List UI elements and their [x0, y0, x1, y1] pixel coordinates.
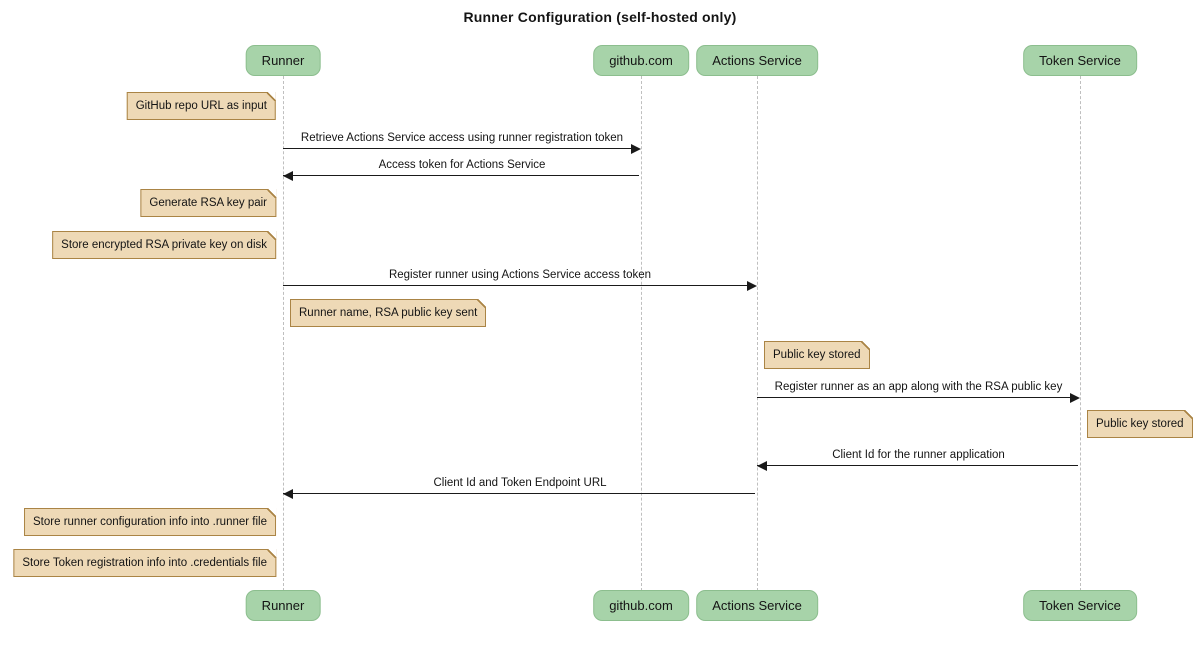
- participant-actions-bottom: Actions Service: [696, 590, 818, 621]
- note-3: Runner name, RSA public key sent: [290, 299, 487, 327]
- message-5-line: [283, 493, 755, 494]
- note-1: Generate RSA key pair: [140, 189, 276, 217]
- note-2: Store encrypted RSA private key on disk: [52, 231, 276, 259]
- message-0-label: Retrieve Actions Service access using ru…: [300, 132, 624, 144]
- participant-runner-top: Runner: [245, 45, 321, 76]
- message-5-arrowhead-icon: [283, 488, 293, 499]
- message-1-line: [283, 175, 639, 176]
- participant-runner-bottom: Runner: [245, 590, 321, 621]
- note-6: Store runner configuration info into .ru…: [24, 508, 276, 536]
- message-2-line: [283, 285, 755, 286]
- message-1-arrowhead-icon: [283, 170, 293, 181]
- note-0: GitHub repo URL as input: [126, 92, 277, 120]
- message-0-line: [283, 148, 639, 149]
- lifeline-token: [1080, 76, 1081, 591]
- participant-github-bottom: github.com: [593, 590, 689, 621]
- message-4-arrowhead-icon: [757, 460, 767, 471]
- participant-github-top: github.com: [593, 45, 689, 76]
- participant-actions-top: Actions Service: [696, 45, 818, 76]
- message-0-arrowhead-icon: [631, 143, 641, 154]
- message-1-label: Access token for Actions Service: [378, 159, 546, 171]
- lifeline-runner: [283, 76, 284, 591]
- lifeline-github: [641, 76, 642, 591]
- lifeline-actions: [757, 76, 758, 591]
- message-3-line: [757, 397, 1078, 398]
- message-5-label: Client Id and Token Endpoint URL: [433, 477, 607, 489]
- participant-token-bottom: Token Service: [1023, 590, 1137, 621]
- message-4-line: [757, 465, 1078, 466]
- note-5: Public key stored: [1087, 410, 1193, 438]
- note-4: Public key stored: [764, 341, 870, 369]
- message-3-label: Register runner as an app along with the…: [774, 381, 1063, 393]
- message-4-label: Client Id for the runner application: [832, 449, 1005, 461]
- message-2-label: Register runner using Actions Service ac…: [388, 269, 652, 281]
- note-7: Store Token registration info into .cred…: [13, 549, 276, 577]
- message-3-arrowhead-icon: [1070, 392, 1080, 403]
- message-2-arrowhead-icon: [747, 280, 757, 291]
- diagram-title: Runner Configuration (self-hosted only): [463, 9, 737, 25]
- participant-token-top: Token Service: [1023, 45, 1137, 76]
